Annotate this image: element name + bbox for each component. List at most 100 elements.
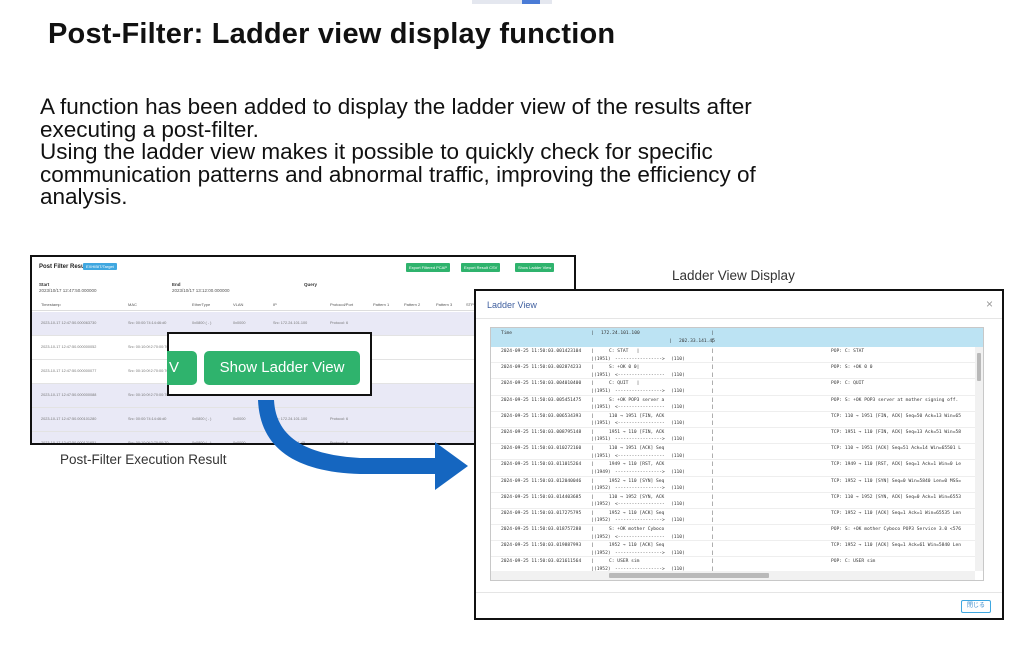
export-pcap-button[interactable]: Export Filtered PCAP xyxy=(406,263,451,272)
ladder-arrow: <----------------- xyxy=(615,453,665,459)
cell-ethertype: 0x0800 ( - ) xyxy=(192,417,212,421)
ladder-arrow: -----------------> xyxy=(615,486,665,491)
ladder-info: POP: C: STAT xyxy=(831,349,865,354)
horizontal-scroll-thumb[interactable] xyxy=(609,573,769,578)
ladder-sep: | xyxy=(591,534,594,540)
ladder-message: 1952 → 110 [SYN] Seq xyxy=(609,478,665,484)
ladder-sep: | xyxy=(591,502,594,508)
ladder-sep: | xyxy=(591,559,594,565)
ladder-row[interactable]: 2024-09-25 11:50:03.010272160|110 → 1951… xyxy=(491,444,975,461)
ladder-row[interactable]: 2024-09-25 11:50:03.006534393|110 → 1951… xyxy=(491,412,975,428)
ladder-sep: | xyxy=(711,462,714,468)
ladder-right-port: (110) xyxy=(671,421,685,427)
ladder-time: 2024-09-25 11:50:03.018757288 xyxy=(501,527,582,533)
horizontal-scrollbar[interactable] xyxy=(491,571,975,580)
vertical-scrollbar[interactable] xyxy=(975,347,983,571)
col-header: MAC xyxy=(128,302,137,307)
ladder-time: 2024-09-25 11:50:03.001423104 xyxy=(501,349,582,354)
col-header: Timestamp xyxy=(41,302,61,307)
zoom-partial-button[interactable]: V xyxy=(167,351,197,385)
ladder-sep: | xyxy=(711,494,714,500)
ladder-row[interactable]: 2024-09-25 11:50:03.014403685|110 → 1952… xyxy=(491,493,975,509)
close-button[interactable]: 閉じる xyxy=(961,600,991,613)
ladder-sep: | xyxy=(591,437,594,443)
ladder-left-port: (1952) xyxy=(594,550,611,556)
ladder-row[interactable]: 2024-09-25 11:50:03.012040046|1952 → 110… xyxy=(491,477,975,493)
ladder-message: S: +OK POP3 server a xyxy=(609,397,665,403)
ladder-time: 2024-09-25 11:50:03.014403685 xyxy=(501,494,582,500)
post-filter-column-header: Timestamp MAC EtherType VLAN IP Protocol… xyxy=(32,299,574,311)
ladder-message: C: USER sim xyxy=(609,559,640,565)
ladder-sep: | xyxy=(591,365,594,371)
ladder-row[interactable]: 2024-09-25 11:50:03.018757288|S: +OK mot… xyxy=(491,525,975,542)
ladder-time: 2024-09-25 11:50:03.005451475 xyxy=(501,397,582,403)
ladder-info: POP: C: USER sim xyxy=(831,559,876,565)
ladder-sep: | xyxy=(591,388,594,394)
cell-ip: Src: 172.24.101.100 xyxy=(273,321,308,325)
cell-timestamp: 2023-10-17 12:47:50.000000052 xyxy=(41,345,97,349)
ladder-message: 1951 → 110 [FIN, ACK xyxy=(609,429,665,435)
start-meta: Start 2023/10/17 12:47:50.000000 xyxy=(39,282,97,294)
post-filter-header: Post Filter Result EXHIBIT/Target Export… xyxy=(32,257,574,279)
cell-mac: Src: 00:10:0f:2:70:00:70 xyxy=(128,345,169,349)
ladder-sep: | xyxy=(711,372,714,378)
cell-timestamp: 2023-10-17 12:47:50.000000077 xyxy=(41,369,97,373)
ladder-sep: | xyxy=(591,543,594,549)
ladder-sep: | xyxy=(591,494,594,500)
ladder-row[interactable]: 2024-09-25 11:50:03.002874233|S: +OK 0 0… xyxy=(491,363,975,380)
header-sep: | xyxy=(669,339,672,344)
body-line: analysis. xyxy=(40,184,128,210)
ladder-arrow: <----------------- xyxy=(615,502,665,508)
cell-vlan: 0x0000 xyxy=(233,321,246,325)
ladder-sep: | xyxy=(711,510,714,516)
col-header: Pattern 3 xyxy=(436,302,453,307)
ladder-sep: | xyxy=(591,413,594,419)
ladder-row[interactable]: 2024-09-25 11:50:03.011015264|1949 → 110… xyxy=(491,460,975,477)
ladder-sep: | xyxy=(591,421,594,427)
ladder-sep: | xyxy=(591,478,594,484)
ladder-right-port: (110) xyxy=(671,388,685,394)
end-label: End xyxy=(172,282,181,287)
ladder-sep: | xyxy=(711,527,714,533)
zoom-show-ladder-view-button[interactable]: Show Ladder View xyxy=(204,351,360,385)
ladder-sep: | xyxy=(711,446,714,452)
ladder-sep: | xyxy=(711,478,714,484)
ladder-info: POP: S: +OK POP3 server at mother signin… xyxy=(831,397,959,403)
slide-body: A function has been added to display the… xyxy=(40,95,940,210)
close-icon[interactable]: × xyxy=(985,297,993,311)
cell-timestamp: 2023-10-17 12:47:50.000121651 xyxy=(41,441,97,445)
cell-mac: Src: 00:00:74:14:46:d0 xyxy=(128,417,167,421)
ladder-info: TCP: 1952 → 110 [ACK] Seq=1 Ack=61 Win=5… xyxy=(831,543,961,549)
ladder-row[interactable]: 2024-09-25 11:50:03.004010400|C: QUIT ||… xyxy=(491,379,975,396)
ladder-time: 2024-09-25 11:50:03.008795148 xyxy=(501,429,582,435)
ladder-sep: | xyxy=(591,397,594,403)
body-line: executing a post-filter. xyxy=(40,116,259,142)
ladder-row[interactable]: 2024-09-25 11:50:03.017275795|1952 → 110… xyxy=(491,509,975,526)
ladder-sep: | xyxy=(711,356,714,362)
ladder-row[interactable]: 2024-09-25 11:50:03.021611564|C: USER si… xyxy=(491,557,975,571)
ladder-sep: | xyxy=(711,453,714,459)
ladder-info: TCP: 110 → 1951 [ACK] Seq=51 Ack=14 Win=… xyxy=(831,446,961,452)
ladder-info: POP: S: +OK 0 0 xyxy=(831,365,873,371)
ladder-message: 1952 → 110 [ACK] Seq xyxy=(609,543,665,549)
cell-timestamp: 2023-10-17 12:47:50.000063730 xyxy=(41,321,97,325)
cell-vlan: 0x0000 xyxy=(233,417,246,421)
export-csv-button[interactable]: Export Result CSV xyxy=(461,263,501,272)
ladder-sep: | xyxy=(711,381,714,387)
ladder-row[interactable]: 2024-09-25 11:50:03.008795148 | 1951 → 110… xyxy=(491,428,975,445)
vertical-scroll-thumb[interactable] xyxy=(977,353,981,381)
ladder-left-port: (1949) xyxy=(594,469,611,475)
ladder-time: 2024-09-25 11:50:03.006534393 xyxy=(501,413,582,419)
dialog-title: Ladder View xyxy=(487,300,537,310)
ladder-caption: Ladder View Display xyxy=(672,268,795,283)
ladder-arrow: -----------------> xyxy=(615,469,665,475)
ladder-info: TCP: 1952 → 110 [SYN] Seq=0 Win=5840 Len… xyxy=(831,478,961,484)
ladder-sep: | xyxy=(591,381,594,387)
ladder-sep: | xyxy=(711,405,714,411)
col-header: STP xyxy=(466,302,474,307)
ladder-row[interactable]: 2024-09-25 11:50:03.019887993|1952 → 110… xyxy=(491,541,975,558)
show-ladder-view-button[interactable]: Show Ladder View xyxy=(515,263,555,272)
ladder-sep: | xyxy=(591,372,594,378)
ladder-row[interactable]: 2024-09-25 11:50:03.001423104|C: STAT ||… xyxy=(491,347,975,364)
ladder-row[interactable]: 2024-09-25 11:50:03.005451475 | S: +OK POP… xyxy=(491,396,975,412)
